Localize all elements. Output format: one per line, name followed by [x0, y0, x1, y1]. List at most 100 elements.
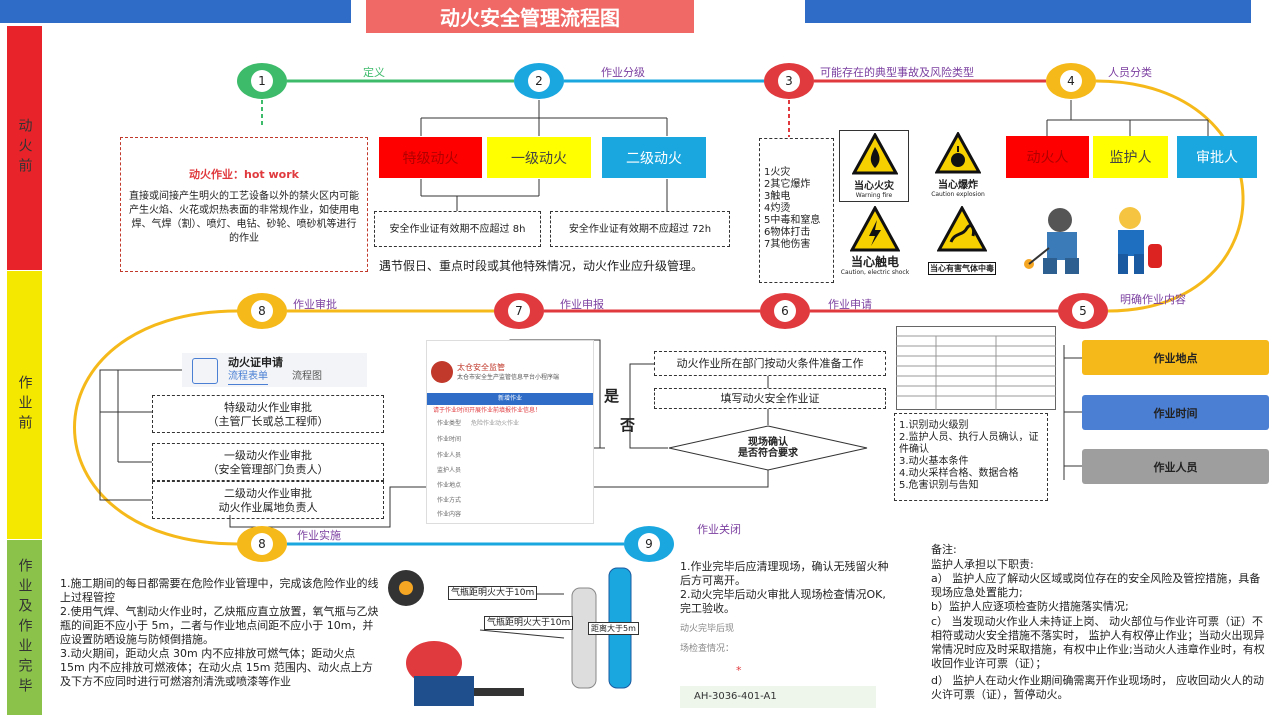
content-item: 2.监护人员、执行人员确认，证件确认 [899, 432, 1039, 455]
note-item: d） 监护人在动火作业期间确需离开作业现场时， 应收回动火人的动火许可票（证），… [931, 674, 1264, 701]
step-node-8-implement: 8 [237, 526, 287, 562]
app-warning: 请于作业时间开展作业前填报作业信息！ [433, 407, 542, 414]
approval-special-text: 特级动火作业审批 （主管厂长或总工程师） [207, 401, 329, 428]
work-location: 作业地点 [1082, 340, 1269, 375]
step-number: 6 [774, 300, 796, 322]
risk-item: 5中毒和窒息 [764, 215, 821, 226]
step-number: 5 [1072, 300, 1094, 322]
step-node-6: 6 [760, 293, 810, 329]
label-risk: 可能存在的典型事故及风险类型 [820, 66, 974, 79]
content-item: 3.动火基本条件 [899, 456, 969, 467]
level-first: 一级动火 [487, 137, 591, 178]
close-check-title: 动火完毕后现 [680, 624, 735, 634]
label-apply6: 作业申请 [828, 298, 872, 311]
step-node-3: 3 [764, 63, 814, 99]
work-time: 作业时间 [1082, 395, 1269, 430]
risk-item: 2其它爆炸 [764, 179, 811, 190]
app-topbar [427, 393, 593, 405]
step-number: 2 [528, 70, 550, 92]
app-field: 作业类型 [437, 420, 462, 427]
content-item: 1.识别动火级别 [899, 420, 969, 431]
phase-during-work: 作业及作业完毕 [7, 540, 42, 715]
label-apply7: 作业申报 [560, 298, 604, 311]
approval-tab-chart[interactable]: 流程图 [292, 371, 322, 382]
close-star: * [736, 664, 742, 677]
app-cube-icon [192, 358, 218, 384]
approval-tab-form[interactable]: 流程表单 [228, 370, 268, 385]
app-sub: 太仓市安全生产监管信息平台小程序端 [457, 374, 560, 381]
upgrade-note: 遇节假日、重点时段或其他特殊情况，动火作业应升级管理。 [379, 259, 704, 273]
cylinder-label-c: 距离大于5m [588, 622, 639, 635]
sign-toxic-cn: 当心有害气体中毒 [928, 262, 996, 275]
electric-shock-icon [850, 206, 900, 252]
risk-item: 4灼烫 [764, 203, 791, 214]
cylinder-label-a: 气瓶距明火大于10m [448, 586, 538, 600]
decision-diamond [668, 425, 868, 471]
step-node-9: 9 [624, 526, 674, 562]
label-classify: 作业分级 [601, 66, 645, 79]
risk-item: 3触电 [764, 191, 791, 202]
risk-item: 1火灾 [764, 167, 791, 178]
validity-72h-text: 安全作业证有效期不应超过 72h [568, 224, 712, 235]
warning-triangle-icon [852, 133, 898, 175]
definition-heading: 动火作业：hot work [189, 168, 299, 181]
sign-explosion-cn: 当心爆炸 [938, 180, 978, 191]
approval-first: 一级动火作业审批 （安全管理部门负责人） [152, 443, 384, 481]
app-field: 作业人员 [437, 452, 462, 459]
definition-body: 直接或间接产生明火的工艺设备以外的禁火区内可能产生火焰、火花或炽热表面的非常规作… [129, 191, 359, 244]
decision-no: 否 [620, 416, 636, 434]
close-text: 1.作业完毕后应清理现场，确认无残留火种后方可离开。 2.动火完毕后动火审批人现… [680, 560, 889, 615]
step-number: 8 [251, 533, 273, 555]
step-node-8-approve: 8 [237, 293, 287, 329]
phase-label: 作业前 [16, 375, 33, 435]
app-field: 作业内容 [437, 511, 462, 518]
label-close9: 作业关闭 [697, 523, 741, 536]
safety-worker-illustration [1118, 207, 1162, 274]
step-number: 1 [251, 70, 273, 92]
content-item: 4.动火采样合格、数据合格 [899, 468, 1019, 479]
sign-fire-en: Warning fire [855, 192, 893, 199]
label-define: 定义 [363, 66, 385, 79]
note-item: b）监护人应逐项检查防火措施落实情况; [931, 600, 1129, 613]
risk-item: 6物体打击 [764, 227, 811, 238]
step-node-5: 5 [1058, 293, 1108, 329]
app-field: 作业地点 [437, 482, 462, 489]
sign-shock-en: Caution, electric shock [840, 269, 910, 276]
app-logo-icon [431, 361, 453, 383]
explosion-triangle-icon [935, 132, 981, 174]
sign-fire-warning: 当心火灾 Warning fire [839, 130, 909, 202]
sign-fire-cn: 当心火灾 [854, 181, 894, 192]
step-node-2: 2 [514, 63, 564, 99]
app-field-value: 危险作业动火作业 [471, 420, 520, 427]
app-field: 监护人员 [437, 467, 462, 474]
welder-illustration [1024, 208, 1079, 274]
risk-list: 1火灾 2其它爆炸 3触电 4灼烫 5中毒和窒息 6物体打击 7其他伤害 [759, 138, 834, 283]
decision-yes: 是 [604, 387, 620, 405]
decision-text: 现场确认 是否符合要求 [738, 437, 798, 459]
approval-first-text: 一级动火作业审批 （安全管理部门负责人） [207, 449, 329, 476]
risk-item: 7其他伤害 [764, 239, 811, 250]
sign-shock-cn: 当心触电 [850, 255, 899, 269]
cylinder-label-b: 气瓶距明火大于10m [484, 616, 574, 630]
note-item: a） 监护人应了解动火区域或岗位存在的安全风险及管控措施，具备现场应急处置能力; [931, 572, 1261, 599]
close-check-label: 场检查情况： [680, 644, 735, 654]
step-node-4: 4 [1046, 63, 1096, 99]
step-node-7: 7 [494, 293, 544, 329]
label-content: 明确作业内容 [1120, 293, 1186, 306]
app-field: 作业时间 [437, 436, 462, 443]
step-node-1: 1 [237, 63, 287, 99]
top-bar-left [0, 0, 351, 23]
content-item: 5.危害识别与告知 [899, 480, 979, 491]
app-screenshot: 太仓安全监管 太仓市安全生产监管信息平台小程序端 新增作业 请于作业时间开展作业… [426, 340, 594, 524]
level-second: 二级动火 [602, 137, 706, 178]
label-implement8: 作业实施 [297, 529, 341, 542]
validity-8h: 安全作业证有效期不应超过 8h [374, 211, 541, 247]
step-number: 4 [1060, 70, 1082, 92]
app-bar-title: 新增作业 [497, 395, 522, 402]
phase-label: 作业及作业完毕 [16, 557, 33, 698]
role-fire-worker: 动火人 [1006, 136, 1089, 178]
sign-shock-warning: 当心触电 Caution, electric shock [839, 206, 911, 280]
top-bar-right [805, 0, 1251, 23]
phase-before-work: 作业前 [7, 271, 42, 539]
